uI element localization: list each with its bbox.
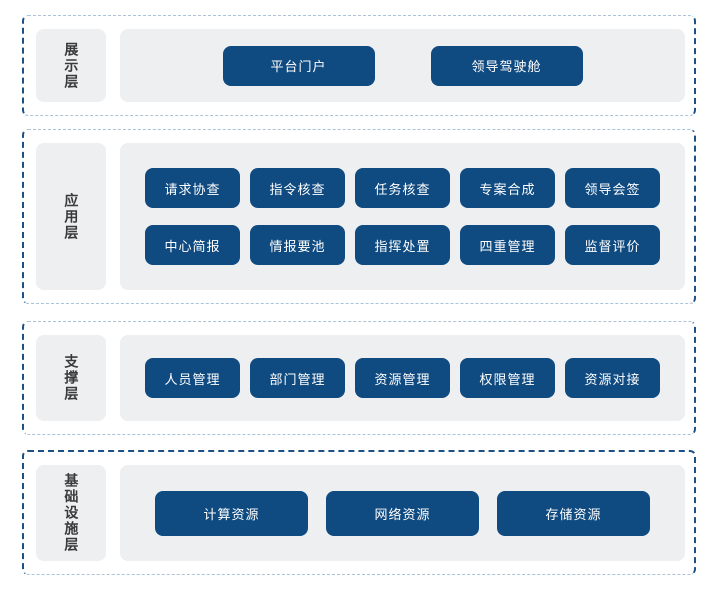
layer-label-application-text: 应用层 [63,192,80,241]
node-request-cooperation: 请求协查 [145,168,240,208]
presentation-row: 平台门户 领导驾驶舱 [145,45,660,86]
layer-application: 应用层 请求协查 指令核查 任务核查 专案合成 领导会签 中心简报 情报要池 指… [22,129,696,304]
node-quadruple-management: 四重管理 [460,225,555,265]
node-resource-integration: 资源对接 [565,358,660,398]
node-center-briefing: 中心简报 [145,225,240,265]
node-leader-cockpit: 领导驾驶舱 [430,45,583,86]
node-supervision-evaluation: 监督评价 [565,225,660,265]
node-personnel-management: 人员管理 [145,358,240,398]
layer-label-presentation-text: 展示层 [63,41,80,90]
layer-support: 支撑层 人员管理 部门管理 资源管理 权限管理 资源对接 [22,321,696,435]
layer-panel-infrastructure: 计算资源 网络资源 存储资源 [120,465,685,561]
node-resource-management: 资源管理 [355,358,450,398]
layer-panel-presentation: 平台门户 领导驾驶舱 [120,29,685,102]
application-row-2: 中心简报 情报要池 指挥处置 四重管理 监督评价 [145,225,660,265]
node-instruction-verification: 指令核查 [250,168,345,208]
layer-panel-support: 人员管理 部门管理 资源管理 权限管理 资源对接 [120,335,685,421]
node-permission-management: 权限管理 [460,358,555,398]
layer-label-infrastructure-text: 基础设施层 [63,473,80,553]
node-department-management: 部门管理 [250,358,345,398]
layer-label-presentation: 展示层 [36,29,106,102]
layer-label-application: 应用层 [36,143,106,290]
node-network-resources: 网络资源 [326,490,479,536]
node-leader-countersign: 领导会签 [565,168,660,208]
node-storage-resources: 存储资源 [497,490,650,536]
layer-infrastructure: 基础设施层 计算资源 网络资源 存储资源 [22,450,696,575]
node-computing-resources: 计算资源 [155,490,308,536]
layer-label-support-text: 支撑层 [63,354,80,402]
layer-label-infrastructure: 基础设施层 [36,465,106,561]
layer-presentation: 展示层 平台门户 领导驾驶舱 [22,15,696,116]
node-task-verification: 任务核查 [355,168,450,208]
layer-label-support: 支撑层 [36,335,106,421]
node-intelligence-pool: 情报要池 [250,225,345,265]
layer-panel-application: 请求协查 指令核查 任务核查 专案合成 领导会签 中心简报 情报要池 指挥处置 … [120,143,685,290]
node-special-case-synthesis: 专案合成 [460,168,555,208]
node-platform-portal: 平台门户 [222,45,375,86]
support-row: 人员管理 部门管理 资源管理 权限管理 资源对接 [145,358,660,398]
application-row-1: 请求协查 指令核查 任务核查 专案合成 领导会签 [145,168,660,208]
infrastructure-row: 计算资源 网络资源 存储资源 [145,490,660,536]
node-command-disposal: 指挥处置 [355,225,450,265]
